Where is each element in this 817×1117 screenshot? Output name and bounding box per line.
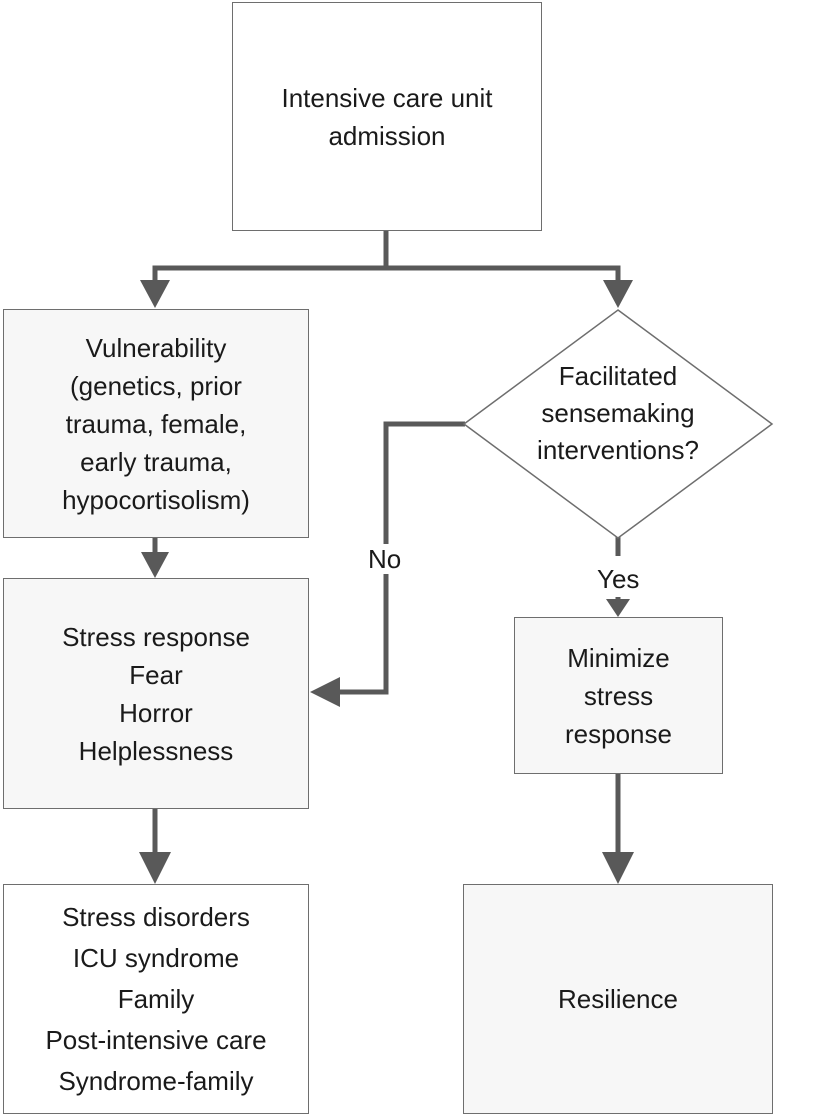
node-minimize: Minimize stress response bbox=[514, 617, 723, 774]
arrowhead-to-stress-response bbox=[141, 552, 169, 578]
node-stress-disorders: Stress disorders ICU syndrome Family Pos… bbox=[3, 884, 309, 1114]
arrowhead-to-resilience bbox=[602, 852, 634, 884]
node-resilience: Resilience bbox=[463, 884, 773, 1114]
arrowhead-to-stress-disorders bbox=[139, 852, 171, 884]
text-line: ICU syndrome bbox=[72, 942, 240, 973]
text-line: stress bbox=[583, 680, 654, 711]
decision-diamond bbox=[462, 309, 774, 539]
stress-response-text: Stress response Fear Horror Helplessness bbox=[62, 618, 250, 770]
text-line: Helplessness bbox=[78, 735, 234, 766]
arrowhead-no-to-stress-response bbox=[310, 677, 340, 707]
text-line: sensemaking bbox=[541, 398, 695, 428]
text-line: Resilience bbox=[558, 984, 678, 1014]
text-line: Family bbox=[117, 983, 195, 1014]
text-line: Post-intensive care bbox=[45, 1024, 267, 1055]
text-line: early trauma, bbox=[80, 446, 232, 477]
vulnerability-text: Vulnerability (genetics, prior trauma, f… bbox=[62, 329, 250, 519]
text-line: Syndrome-family bbox=[58, 1065, 254, 1096]
text-line: hypocortisolism) bbox=[62, 484, 250, 515]
edge-label-yes: Yes bbox=[595, 564, 642, 594]
text-line: Minimize bbox=[567, 642, 670, 673]
minimize-text: Minimize stress response bbox=[565, 639, 672, 753]
text-line: Vulnerability bbox=[85, 332, 227, 363]
text-line: admission bbox=[328, 120, 446, 151]
node-vulnerability: Vulnerability (genetics, prior trauma, f… bbox=[3, 309, 309, 538]
node-icu-admission: Intensive care unit admission bbox=[232, 2, 542, 231]
text-line: Intensive care unit bbox=[281, 82, 493, 113]
text-line: trauma, female, bbox=[65, 408, 247, 439]
text-line: Stress disorders bbox=[62, 901, 250, 932]
connector-split-right bbox=[386, 265, 621, 282]
node-stress-response: Stress response Fear Horror Helplessness bbox=[3, 578, 309, 809]
arrowhead-to-minimize bbox=[606, 599, 630, 617]
text-line: interventions? bbox=[537, 435, 699, 465]
text-line: (genetics, prior bbox=[70, 370, 242, 401]
text-line: Horror bbox=[119, 697, 193, 728]
stress-disorders-text: Stress disorders ICU syndrome Family Pos… bbox=[45, 897, 266, 1102]
text-line: response bbox=[565, 718, 672, 749]
text-line: Facilitated bbox=[558, 361, 678, 391]
decision-text: Facilitated sensemaking interventions? bbox=[443, 358, 793, 469]
arrowhead-to-vulnerability bbox=[140, 280, 170, 308]
connector-split-left bbox=[152, 265, 386, 282]
resilience-text: Resilience bbox=[558, 980, 678, 1018]
edge-label-no: No bbox=[366, 544, 404, 574]
text-line: Stress response bbox=[62, 621, 250, 652]
icu-admission-text: Intensive care unit admission bbox=[281, 79, 492, 155]
text-line: Fear bbox=[129, 659, 183, 690]
arrowhead-to-decision bbox=[603, 280, 633, 308]
